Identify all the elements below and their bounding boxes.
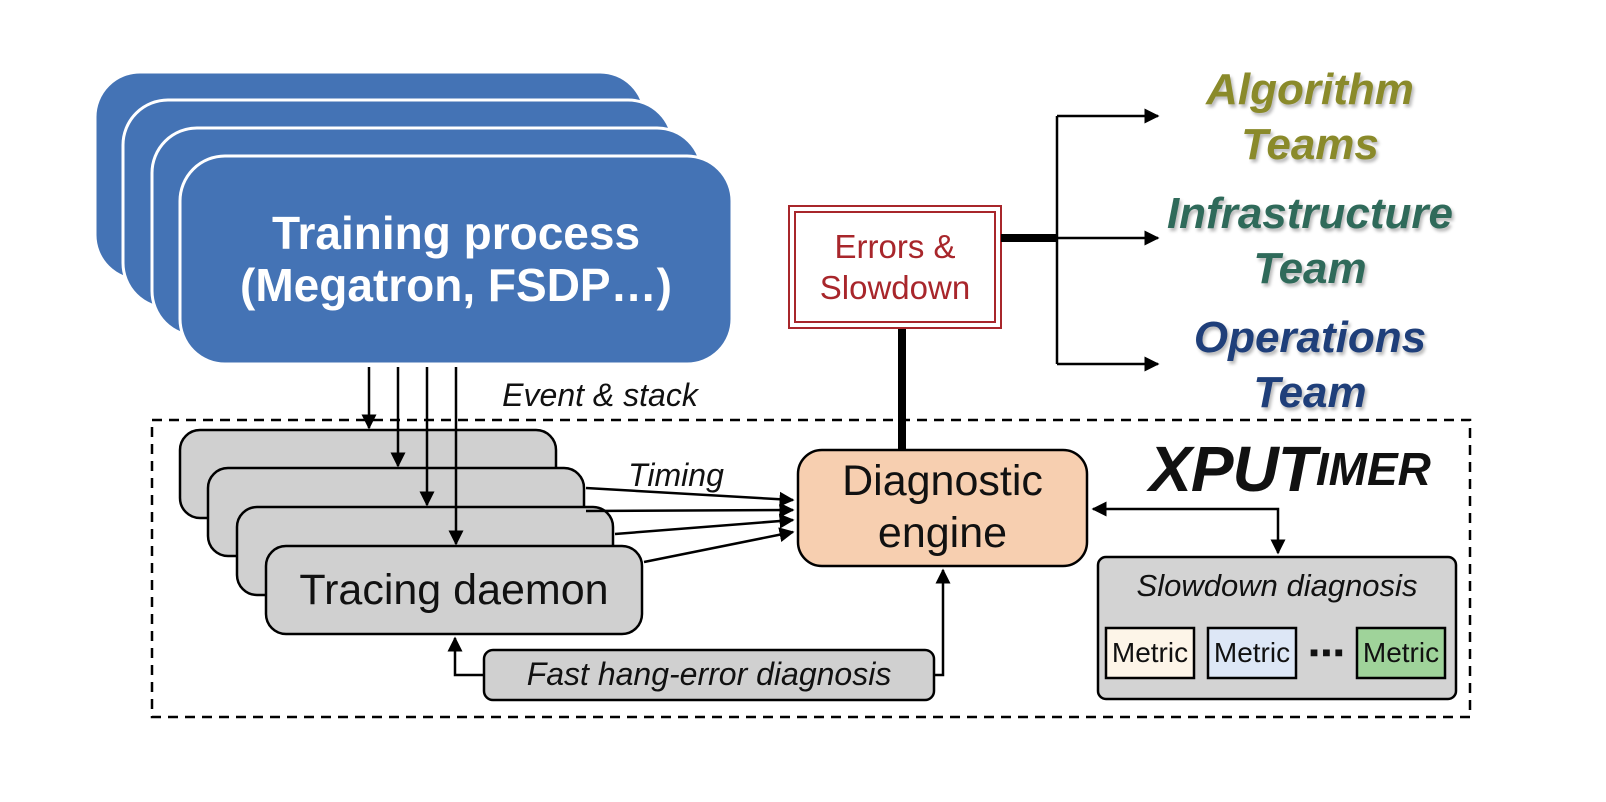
diagnostic-engine-box (796, 448, 1089, 568)
event-stack-label: Event & stack (502, 377, 698, 414)
metric-label: Metric (1362, 637, 1440, 669)
xputimer-boundary (150, 418, 1472, 719)
team-infrastructure-line1: Infrastructure (1166, 189, 1454, 238)
xputimer-title-smallcaps: IMER (1315, 443, 1431, 496)
training-process-box (178, 154, 734, 366)
timing-label: Timing (628, 457, 724, 494)
diagnostic-line2: engine (877, 509, 1008, 557)
fast-hang-label: Fast hang-error diagnosis (526, 656, 892, 693)
team-infrastructure-line2: Team (1253, 244, 1367, 293)
event-stack-arrows (361, 367, 464, 546)
team-operations-line1: Operations (1193, 313, 1427, 362)
metric-ellipsis: ■ ■ ■ (1309, 644, 1344, 661)
team-fanout-arrows (1001, 108, 1160, 372)
team-operations-line2: Team (1253, 368, 1367, 417)
tracing-daemon-box (264, 544, 644, 636)
training-line2: (Megatron, FSDP…) (240, 259, 672, 311)
slowdown-diagnosis-title: Slowdown diagnosis (1136, 567, 1418, 603)
tracing-daemon-stack (178, 428, 644, 636)
training-line1: Training process (271, 207, 641, 260)
tracing-daemon-label: Tracing daemon (299, 565, 609, 614)
errors-slowdown-box (788, 205, 1002, 329)
diagnostic-line1: Diagnostic (842, 457, 1043, 506)
metric-boxes (1104, 626, 1447, 680)
team-infrastructure: Infrastructure Team (1150, 186, 1470, 296)
metric-label: Metric (1111, 637, 1189, 669)
metric-box (1206, 626, 1298, 680)
diagnostic-engine-label: Diagnostic engine (798, 450, 1087, 566)
timing-arrows (585, 486, 795, 564)
metric-box (1104, 626, 1196, 680)
errors-slowdown-label: Errors & Slowdown (789, 206, 1001, 328)
team-algorithm-line1: Algorithm (1206, 65, 1414, 114)
training-process-stack (93, 70, 734, 366)
xputimer-title-main: XPUT (1149, 433, 1317, 506)
metric-box (1355, 626, 1447, 680)
team-operations: Operations Team (1160, 310, 1460, 420)
errors-line1: Errors & (834, 227, 956, 265)
team-algorithm-line2: Teams (1241, 120, 1379, 169)
metric-label: Metric (1213, 637, 1291, 669)
errors-line2: Slowdown (819, 269, 971, 306)
fast-hang-arrows (447, 568, 951, 677)
team-algorithm: Algorithm Teams (1160, 62, 1460, 172)
training-process-label: Training process (Megatron, FSDP…) (180, 156, 732, 364)
engine-slowdown-arrow (1091, 501, 1286, 555)
